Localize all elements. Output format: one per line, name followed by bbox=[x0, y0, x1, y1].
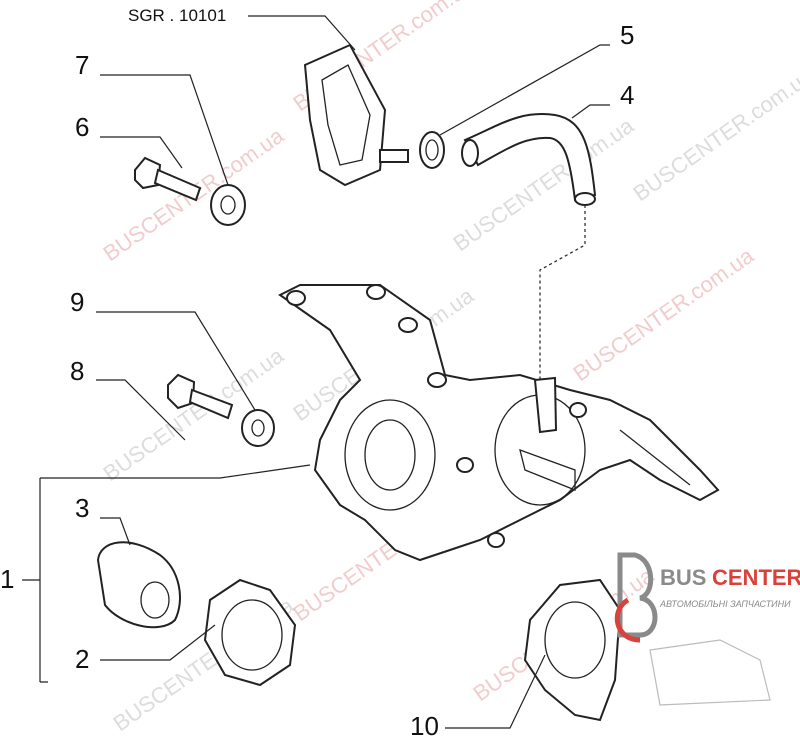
watermarks: BUSCENTER.com.uaBUSCENTER.com.uaBUSCENTE… bbox=[99, 0, 800, 736]
leader-lines bbox=[22, 15, 610, 729]
logo-brand-center: CENTER bbox=[712, 565, 800, 590]
part-1-pump-assembly bbox=[278, 284, 720, 562]
callout-4: 4 bbox=[620, 80, 634, 110]
part-sgr-cover bbox=[303, 43, 409, 187]
logo-tagline: АВТОМОБІЛЬНІ ЗАПЧАСТИНИ bbox=[659, 599, 791, 609]
part-2-gasket bbox=[203, 578, 297, 687]
part-6-bolt bbox=[134, 156, 202, 202]
callout-5: 5 bbox=[620, 20, 634, 50]
part-3-plug bbox=[96, 541, 181, 629]
buscenter-logo: BUS CENTER АВТОМОБІЛЬНІ ЗАПЧАСТИНИ bbox=[614, 552, 800, 706]
part-8-bolt bbox=[167, 373, 234, 420]
part-5-clamp bbox=[419, 131, 445, 169]
part-10-gasket bbox=[523, 578, 622, 722]
callout-7: 7 bbox=[75, 50, 89, 80]
watermark-text: BUSCENTER.com.ua bbox=[629, 62, 800, 206]
callout-8: 8 bbox=[70, 356, 84, 386]
part-4-hose bbox=[461, 113, 597, 206]
callout-6: 6 bbox=[75, 112, 89, 142]
part-7-washer bbox=[210, 184, 246, 226]
watermark-text: BUSCENTER.com.ua bbox=[569, 242, 759, 386]
callout-2: 2 bbox=[75, 644, 89, 674]
logo-brand-bus: BUS bbox=[660, 565, 706, 590]
callout-1: 1 bbox=[0, 564, 14, 594]
part-9-washer bbox=[241, 409, 275, 447]
callout-9: 9 bbox=[70, 287, 84, 317]
callout-sgr-10101: SGR . 10101 bbox=[128, 6, 226, 25]
callout-3: 3 bbox=[75, 493, 89, 523]
callout-10: 10 bbox=[410, 711, 439, 737]
